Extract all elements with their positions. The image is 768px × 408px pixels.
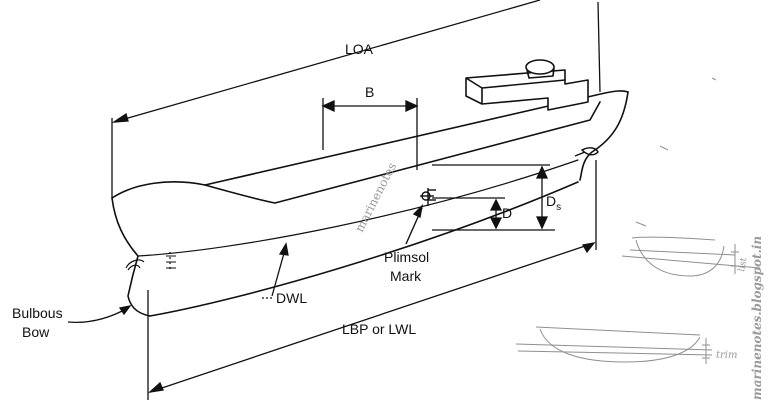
bulbous-label-line2: Bow: [22, 324, 50, 340]
plimsol-label-line1: Plimsol: [384, 249, 429, 265]
lbp-dimension: [147, 160, 597, 400]
stray-marks: [635, 77, 717, 227]
propeller-icon: [574, 147, 599, 157]
loa-label: LOA: [345, 41, 374, 57]
depth-dimension: [432, 164, 555, 231]
trim-sketch: [515, 326, 713, 364]
depth-label: Ds: [546, 193, 561, 213]
watermark-right: marinenotes.blogspot.in: [750, 236, 764, 400]
superstructure: [465, 59, 589, 111]
loa-dimension: [111, 0, 601, 198]
draft-label: D: [502, 205, 512, 221]
plimsol-label-line2: Mark: [390, 268, 422, 284]
heel-note: list: [737, 257, 749, 273]
anchor-icon: [125, 252, 176, 272]
bulbous-bow-pointer: [67, 305, 132, 324]
trim-note: trim: [716, 350, 737, 361]
ship-hull: [111, 90, 629, 317]
dwl-label: DWL: [276, 290, 307, 306]
funnel-icon: [525, 59, 555, 75]
heel-sketch: [621, 236, 761, 277]
dwl-pointer: [262, 242, 289, 299]
plimsol-mark-icon: [405, 188, 436, 245]
draft-dimension: [432, 197, 505, 230]
lbp-label: LBP or LWL: [342, 321, 416, 337]
watermark-center: marinenotes: [352, 160, 399, 234]
bulbous-label-line1: Bulbous: [12, 305, 63, 321]
beam-label: B: [365, 84, 374, 100]
beam-dimension: [321, 98, 419, 170]
